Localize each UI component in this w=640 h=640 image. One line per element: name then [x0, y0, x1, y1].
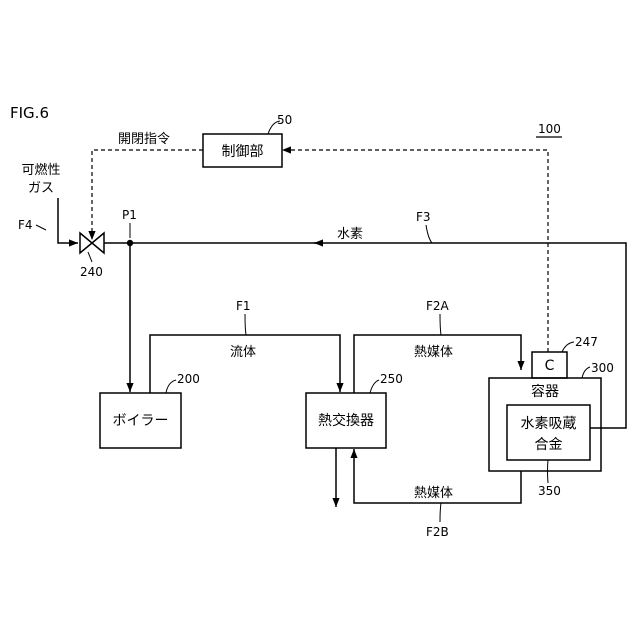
container-ref-leader: [582, 367, 590, 378]
valve-ref: 240: [80, 265, 103, 279]
sensor-ref: 247: [575, 335, 598, 349]
system-ref: 100: [538, 122, 561, 136]
valve-ref-leader: [88, 252, 92, 262]
boiler-ref-leader: [166, 380, 176, 393]
sensor-ref-leader: [562, 342, 574, 352]
container-ref: 300: [591, 361, 614, 375]
heat-medium-supply-label: 熱媒体: [414, 345, 453, 360]
command-signal-line: [92, 150, 203, 240]
container-label: 容器: [531, 383, 559, 400]
heat-medium-return-ref: F2B: [426, 525, 449, 539]
fuel-gas-label-2: ガス: [28, 181, 54, 196]
heat-medium-supply-ref: F2A: [426, 299, 450, 313]
alloy-label-2: 合金: [535, 437, 563, 453]
heat-exchanger-label: 熱交換器: [318, 412, 374, 429]
fuel-gas-label-1: 可燃性: [21, 162, 60, 178]
fluid-ref-leader: [245, 314, 246, 335]
sensor-signal-line: [282, 150, 548, 352]
fuel-gas-ref-leader: [36, 225, 46, 230]
heat-medium-supply-ref-leader: [440, 314, 441, 335]
fluid-label: 流体: [230, 345, 256, 360]
command-label: 開閉指令: [118, 132, 170, 147]
heat-medium-return-ref-leader: [440, 503, 441, 522]
hydrogen-ref-leader: [426, 225, 432, 243]
sensor-label: C: [545, 358, 555, 374]
controller-ref: 50: [277, 113, 292, 127]
fuel-gas-ref: F4: [18, 218, 33, 232]
alloy-label-1: 水素吸蔵: [521, 416, 577, 432]
boiler-label: ボイラー: [113, 413, 169, 429]
fluid-ref: F1: [236, 299, 251, 313]
alloy-ref-leader: [548, 460, 549, 483]
heat-exchanger-ref: 250: [380, 372, 403, 386]
hydrogen-label: 水素: [337, 227, 363, 242]
alloy-ref: 350: [538, 484, 561, 498]
fuel-gas-line: [58, 198, 78, 243]
controller-label: 制御部: [222, 144, 264, 160]
heat-medium-return-label: 熱媒体: [414, 486, 453, 501]
heat-exchanger-ref-leader: [370, 380, 379, 393]
hydrogen-ref: F3: [416, 210, 431, 224]
figure-label: FIG.6: [10, 104, 49, 122]
junction-ref: P1: [122, 208, 137, 222]
boiler-ref: 200: [177, 372, 200, 386]
